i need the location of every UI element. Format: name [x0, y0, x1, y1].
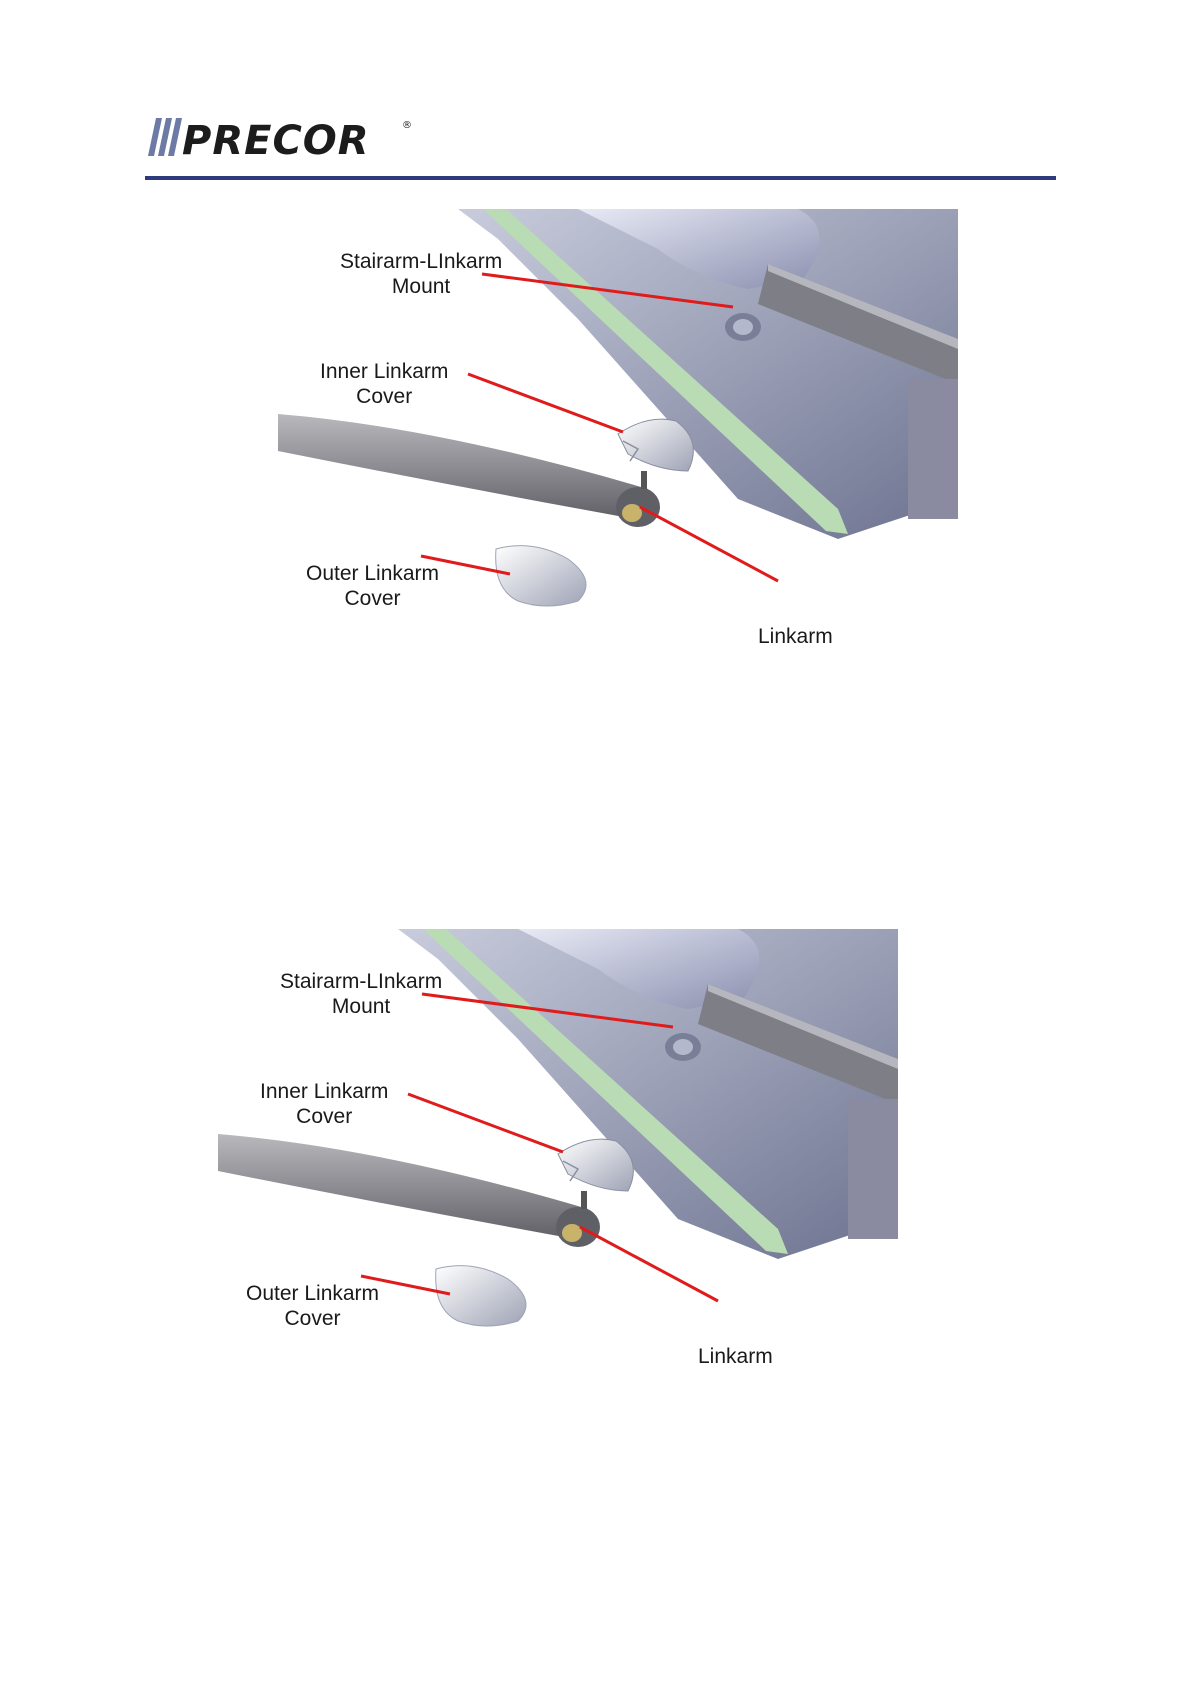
label-line-1: Stairarm-LInkarm: [340, 249, 502, 274]
label-line-1: Stairarm-LInkarm: [280, 969, 442, 994]
label-line-2: Cover: [260, 1104, 388, 1129]
label-inner-linkarm-cover: Inner Linkarm Cover: [260, 1079, 388, 1129]
label-line-2: Cover: [246, 1306, 379, 1331]
label-line-1: Outer Linkarm: [306, 561, 439, 586]
linkarm-diagram-2: Stairarm-LInkarm Mount Inner Linkarm Cov…: [218, 929, 898, 1391]
inner-linkarm-cover-part: [618, 419, 693, 471]
trademark-mark: ®: [402, 120, 412, 131]
label-stairarm-linkarm-mount: Stairarm-LInkarm Mount: [340, 249, 502, 299]
outer-linkarm-cover-part: [436, 1266, 526, 1326]
precor-logo: PRECOR ®: [148, 116, 418, 160]
label-outer-linkarm-cover: Outer Linkarm Cover: [246, 1281, 379, 1331]
label-line-1: Inner Linkarm: [320, 359, 448, 384]
logo-stripes-icon: [148, 118, 182, 156]
logo-wordmark: PRECOR: [182, 118, 370, 160]
label-line-1: Outer Linkarm: [246, 1281, 379, 1306]
label-line-2: Mount: [340, 274, 502, 299]
label-line-2: Cover: [320, 384, 448, 409]
label-line-1: Inner Linkarm: [260, 1079, 388, 1104]
linkarm-diagram-1: Stairarm-LInkarm Mount Inner Linkarm Cov…: [278, 209, 958, 671]
label-inner-linkarm-cover: Inner Linkarm Cover: [320, 359, 448, 409]
label-line-1: Linkarm: [758, 624, 833, 649]
label-stairarm-linkarm-mount: Stairarm-LInkarm Mount: [280, 969, 442, 1019]
label-outer-linkarm-cover: Outer Linkarm Cover: [306, 561, 439, 611]
label-linkarm: Linkarm: [758, 624, 833, 649]
label-line-1: Linkarm: [698, 1344, 773, 1369]
linkarm-part: [278, 414, 660, 527]
label-linkarm: Linkarm: [698, 1344, 773, 1369]
label-line-2: Mount: [280, 994, 442, 1019]
label-line-2: Cover: [306, 586, 439, 611]
header-rule: [145, 176, 1056, 180]
inner-linkarm-cover-part: [558, 1139, 633, 1191]
linkarm-part: [218, 1134, 600, 1247]
outer-linkarm-cover-part: [496, 546, 586, 606]
